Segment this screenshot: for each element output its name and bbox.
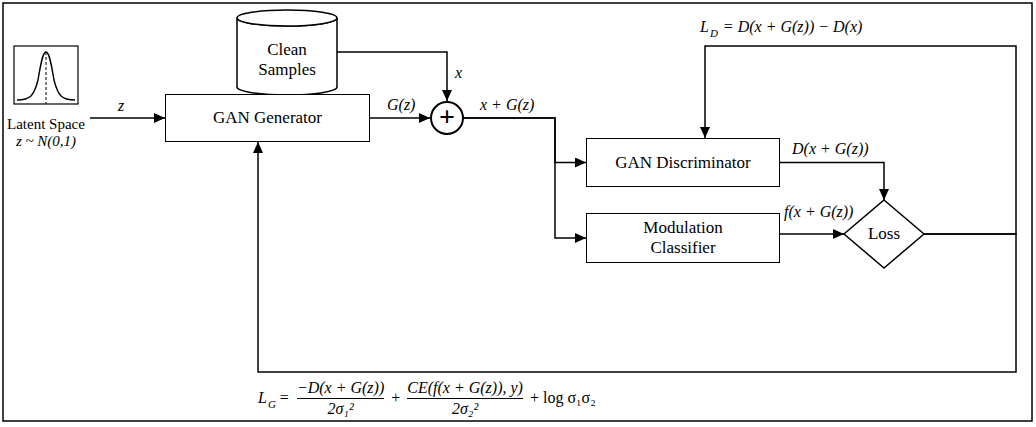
fraction-denominator: 2σ₁² (327, 400, 353, 418)
edge-label: f(x + G(z)) (782, 203, 855, 221)
node-text: GAN Generator (213, 108, 322, 128)
node-text: z ~ N(0,1) (16, 133, 76, 150)
formula-operator: = (280, 389, 289, 407)
fraction-numerator: CE(f(x + G(z)), y) (407, 379, 523, 397)
fraction-bar (407, 398, 523, 399)
formula-subscript: D (710, 27, 718, 39)
fraction-numerator: −D(x + G(z)) (297, 379, 384, 397)
subscripted-symbol: LD (700, 18, 718, 36)
node-text: Clean Samples (248, 40, 326, 79)
edge-label: z (116, 97, 126, 115)
sum-circle (431, 102, 463, 134)
node-text: GAN Discriminator (615, 153, 751, 173)
latent-space-node: Latent Spacez ~ N(0,1) (6, 46, 86, 150)
formula-text: = D(x + G(z)) − D(x) (723, 18, 862, 36)
process-box: Modulation Classifier (586, 213, 780, 263)
connector-arrow (90, 117, 165, 119)
formula-symbol: L (258, 389, 267, 406)
outer-frame (3, 3, 1032, 421)
decision-diamond: Loss (844, 200, 924, 268)
formula-symbol: L (700, 18, 709, 35)
node-text: Latent Space (7, 116, 85, 133)
generator-loss-formula: LG=−D(x + G(z))2σ₁²+CE(f(x + G(z)), y)2σ… (258, 379, 596, 417)
sum-junction: + (430, 101, 464, 135)
node-text: Loss (868, 224, 900, 244)
formula-text: + log σ₁σ₂ (530, 389, 596, 407)
edge-label: D(x + G(z)) (790, 140, 871, 158)
node-text: + (439, 103, 455, 131)
mean-line (46, 52, 47, 104)
gaussian-icon (14, 46, 78, 104)
cylinder-top (237, 10, 337, 26)
connector-arrow (780, 163, 884, 201)
fraction: CE(f(x + G(z)), y) 2σ₂² (407, 379, 523, 417)
discriminator-loss-formula: LD = D(x + G(z)) − D(x) (700, 18, 862, 36)
connector-arrow (370, 117, 430, 119)
edge-label: x + G(z) (478, 96, 536, 114)
connector-arrow (464, 118, 586, 163)
node-text: Modulation Classifier (628, 218, 738, 257)
fraction-bar (297, 398, 384, 399)
fraction-denominator: 2σ₂² (452, 400, 478, 418)
edge-label: G(z) (385, 96, 417, 114)
formula-operator: + (391, 389, 400, 407)
edge-label: x (453, 64, 464, 82)
process-box: GAN Discriminator (586, 138, 780, 187)
diamond-outline (844, 200, 924, 268)
icon-frame (14, 46, 78, 104)
database-cylinder: Clean Samples (237, 10, 337, 95)
subscripted-symbol: LG (258, 389, 276, 407)
process-box: GAN Generator (165, 94, 370, 142)
formula-subscript: G (268, 398, 276, 410)
connector-arrow (464, 118, 586, 238)
cylinder-body (237, 18, 337, 95)
connector-arrow (780, 233, 844, 235)
fraction: −D(x + G(z)) 2σ₁² (297, 379, 384, 417)
